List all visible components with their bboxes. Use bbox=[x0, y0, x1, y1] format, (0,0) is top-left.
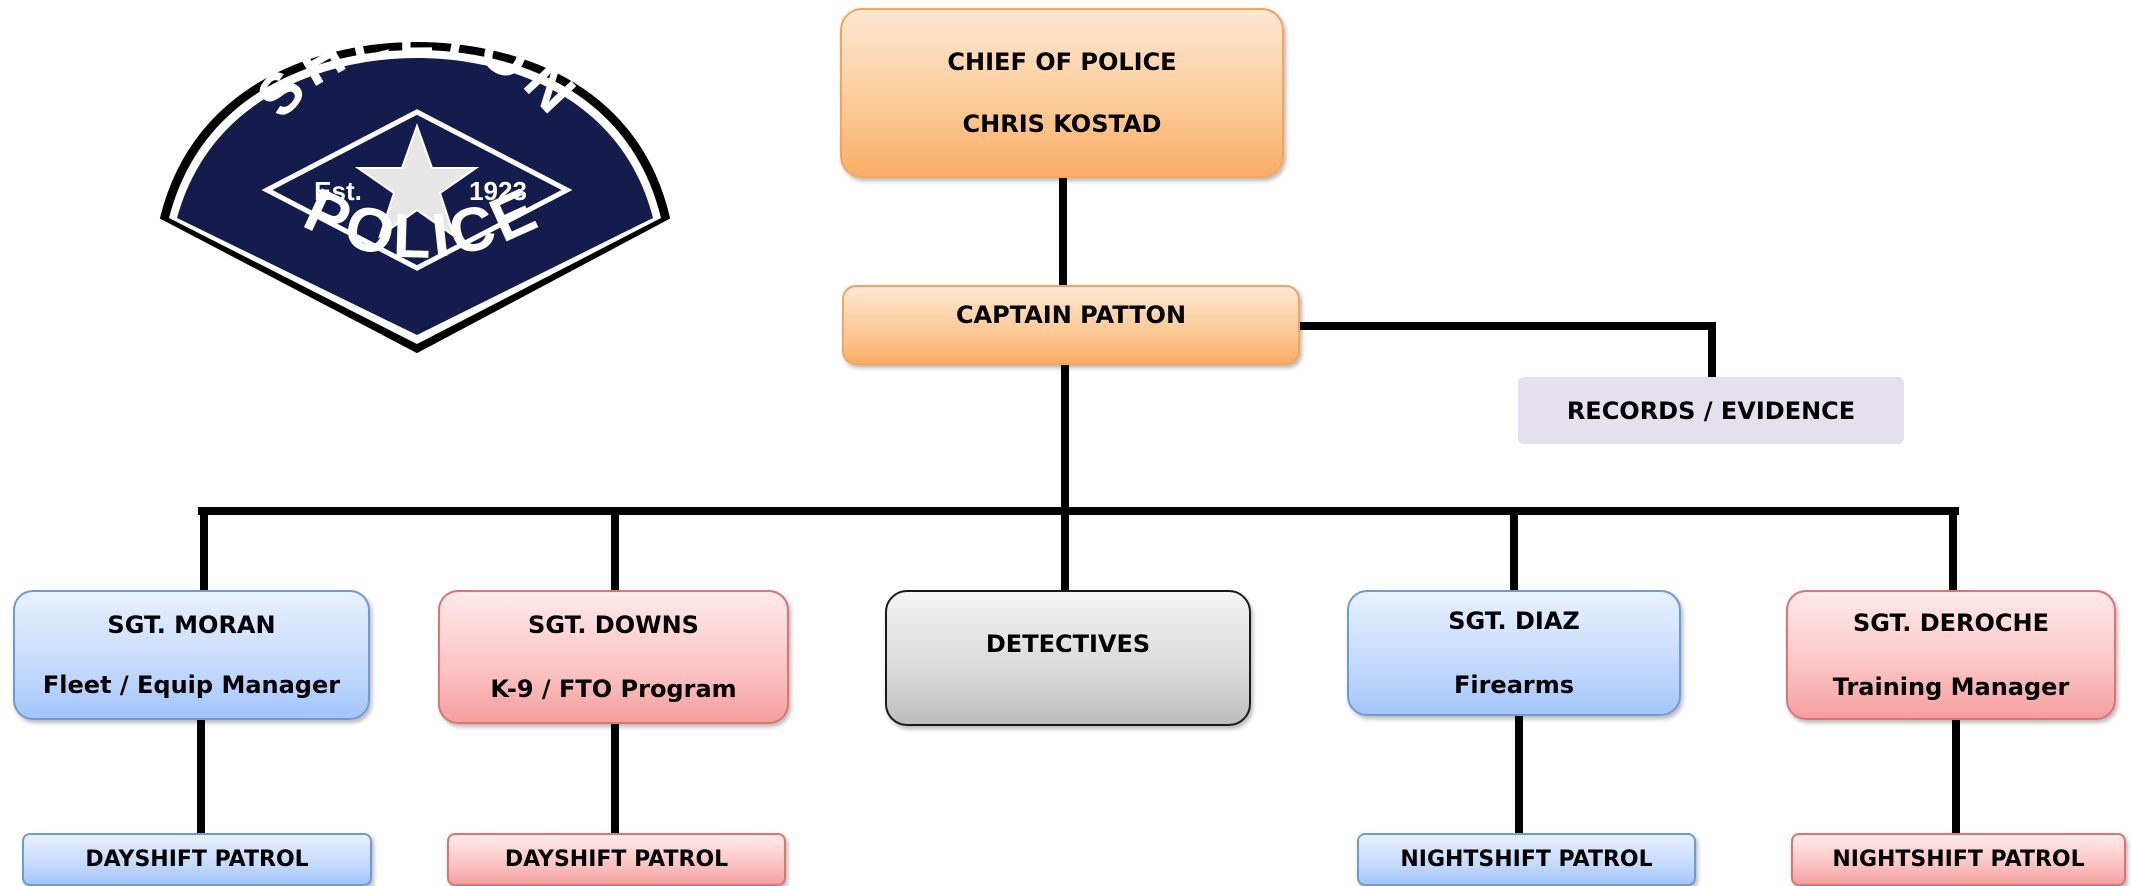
node-title: DAYSHIFT PATROL bbox=[504, 847, 729, 872]
star-icon bbox=[354, 123, 480, 239]
node-title: CAPTAIN PATTON bbox=[955, 301, 1187, 329]
node-role: K-9 / FTO Program bbox=[490, 675, 737, 703]
sgt-moran-node: SGT. MORAN Fleet / Equip Manager bbox=[13, 590, 370, 720]
diaz-patrol-node: NIGHTSHIFT PATROL bbox=[1357, 833, 1696, 886]
sgt-diaz-node: SGT. DIAZ Firearms bbox=[1347, 590, 1681, 716]
records-evidence-node: RECORDS / EVIDENCE bbox=[1518, 377, 1904, 444]
shelton-police-badge-logo: SHELTON POLICE Est. 1923 bbox=[159, 40, 671, 354]
node-name: CHRIS KOSTAD bbox=[962, 110, 1162, 138]
node-title: RECORDS / EVIDENCE bbox=[1566, 396, 1856, 425]
captain-node: CAPTAIN PATTON bbox=[842, 285, 1300, 365]
chief-of-police-node: CHIEF OF POLICE CHRIS KOSTAD bbox=[840, 8, 1284, 178]
badge-year: 1923 bbox=[469, 176, 527, 206]
moran-patrol-node: DAYSHIFT PATROL bbox=[22, 833, 372, 886]
deroche-patrol-node: NIGHTSHIFT PATROL bbox=[1791, 833, 2126, 886]
node-title: SGT. DIAZ bbox=[1448, 607, 1580, 635]
node-title: SGT. DEROCHE bbox=[1852, 609, 2050, 637]
downs-patrol-node: DAYSHIFT PATROL bbox=[447, 833, 786, 886]
node-role: Firearms bbox=[1453, 671, 1575, 699]
node-role: Fleet / Equip Manager bbox=[42, 671, 341, 699]
node-title: NIGHTSHIFT PATROL bbox=[1832, 847, 2085, 872]
node-title: NIGHTSHIFT PATROL bbox=[1400, 847, 1653, 872]
badge-est-label: Est. bbox=[314, 176, 362, 206]
node-title: SGT. DOWNS bbox=[528, 611, 699, 639]
captain-records-connector bbox=[1296, 322, 1716, 379]
node-title: CHIEF OF POLICE bbox=[947, 48, 1177, 76]
node-title: DETECTIVES bbox=[985, 630, 1151, 658]
node-title: SGT. MORAN bbox=[107, 611, 276, 639]
detectives-node: DETECTIVES bbox=[885, 590, 1251, 726]
sgt-downs-node: SGT. DOWNS K-9 / FTO Program bbox=[438, 590, 789, 724]
node-title: DAYSHIFT PATROL bbox=[85, 847, 309, 872]
node-role: Training Manager bbox=[1832, 673, 2070, 701]
sgt-deroche-node: SGT. DEROCHE Training Manager bbox=[1786, 590, 2116, 720]
